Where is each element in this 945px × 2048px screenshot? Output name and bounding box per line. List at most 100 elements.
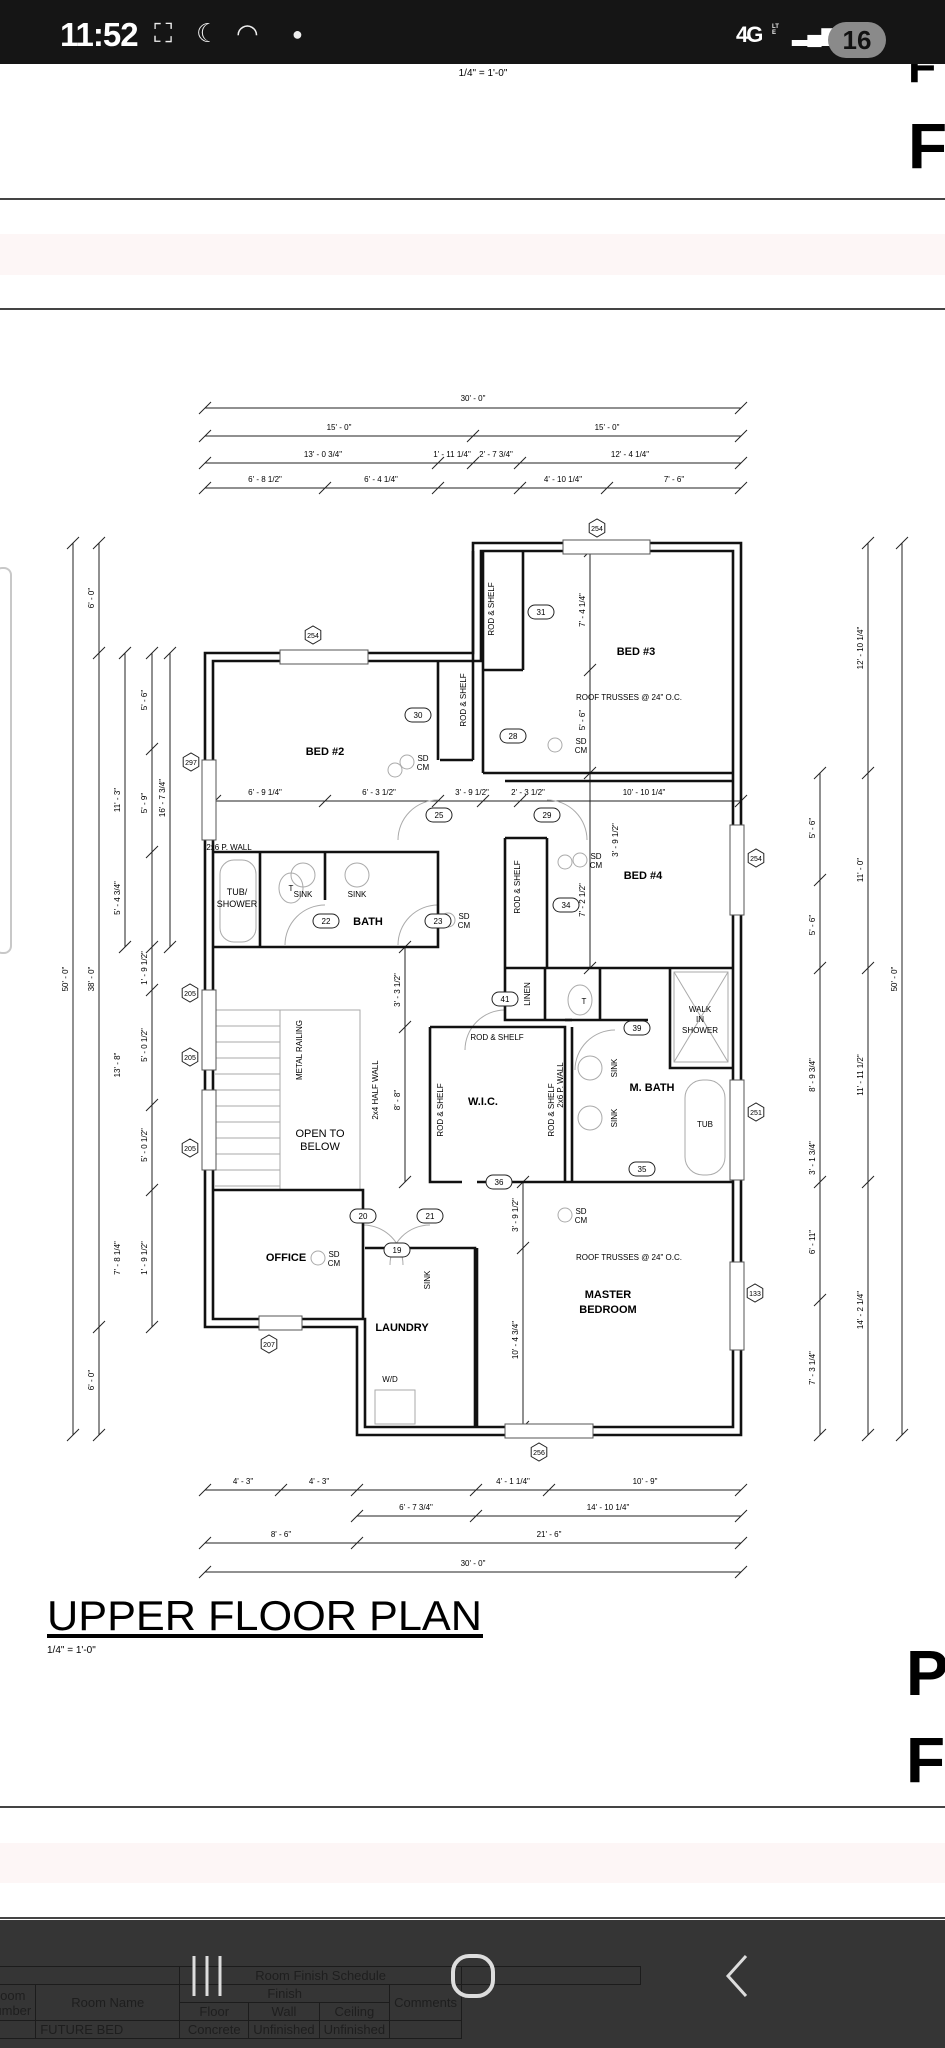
door-tag <box>491 991 519 1007</box>
smoke-detector-label: CM <box>328 1259 341 1268</box>
window-tag-label: 205 <box>184 991 196 998</box>
window-tag-label: 205 <box>184 1146 196 1153</box>
door-tag-label: 41 <box>501 995 510 1004</box>
dimension-label: 7' - 2 1/2" <box>578 883 587 917</box>
dimension-label: 4' - 10 1/4" <box>544 475 582 484</box>
door-tag-label: 29 <box>543 811 552 820</box>
scroll-handle[interactable] <box>0 567 12 954</box>
dimension-tick <box>600 481 614 495</box>
smoke-detector-symbol <box>557 1207 573 1223</box>
smoke-detector-symbol <box>399 754 415 770</box>
dimension-tick <box>145 940 159 954</box>
fixture-label: 2x6 P. WALL <box>206 843 252 852</box>
window-tag-label: 256 <box>533 1450 545 1457</box>
dimension-tick <box>198 429 212 443</box>
wall <box>428 1018 572 1184</box>
dimension-label: 6' - 0" <box>87 588 96 609</box>
window-tag-label: 254 <box>591 526 603 533</box>
dimension-label: 7' - 8 1/4" <box>113 1241 122 1275</box>
window-tag-label: 251 <box>750 1110 762 1117</box>
dimension-tick <box>734 1483 748 1497</box>
dimension-label: 12' - 4 1/4" <box>611 450 649 459</box>
dimension-tick <box>92 1320 106 1334</box>
window <box>201 989 217 1071</box>
smoke-detector-label: SD <box>458 912 469 921</box>
door-tag <box>527 604 555 620</box>
dimension-tick <box>813 1175 827 1189</box>
dimension-label: 15' - 0" <box>595 423 620 432</box>
dimension-tick <box>734 481 748 495</box>
room-label: BEDROOM <box>579 1304 636 1316</box>
smoke-detector-label: SD <box>575 737 586 746</box>
room-label: M. BATH <box>629 1082 674 1094</box>
dimension-label: 8' - 8" <box>393 1090 402 1111</box>
smoke-detector-label: CM <box>590 861 603 870</box>
schedule-header: Ceiling <box>318 2002 391 2021</box>
dimension-label: 38' - 0" <box>87 966 96 991</box>
navigation-bar: Room Finish Schedule Room NumberRoom Nam… <box>0 1920 945 2048</box>
pdf-viewer[interactable]: 1/4" = 1'-0" F F 30' - 0"15' - 0"15' - 0… <box>0 40 945 1920</box>
dimension-tick <box>145 1183 159 1197</box>
door-tag <box>499 728 527 744</box>
dimension-tick <box>734 429 748 443</box>
fixture-label: SINK <box>423 1270 432 1289</box>
fixture-label: 2x6 P. WALL <box>556 1062 565 1108</box>
wall <box>570 968 733 1182</box>
dimension-label: 4' - 3" <box>233 1477 254 1486</box>
dimension-tick <box>476 794 490 808</box>
wall <box>503 968 648 1022</box>
dimension-tick <box>813 873 827 887</box>
door-tag-label: 22 <box>322 917 331 926</box>
fixture-label: ROD & SHELF <box>487 582 496 635</box>
door-tag-label: 35 <box>638 1165 647 1174</box>
window <box>258 1315 303 1331</box>
room-label: BED #4 <box>624 870 663 882</box>
dimension-label: 13' - 0 3/4" <box>304 450 342 459</box>
home-button[interactable] <box>450 1954 496 2003</box>
walls <box>201 539 745 1439</box>
title-block-letter: F <box>908 64 936 92</box>
dimension-label: 14' - 2 1/4" <box>856 1291 865 1329</box>
door-tag <box>485 1174 513 1190</box>
window-tag-label: 207 <box>263 1342 275 1349</box>
dimension-tick <box>198 456 212 470</box>
back-button[interactable] <box>722 1954 752 2003</box>
dimension-tick <box>813 961 827 975</box>
dimension-label: 4' - 3" <box>309 1477 330 1486</box>
dimension-tick <box>813 1293 827 1307</box>
dimension-tick <box>861 961 875 975</box>
dimension-label: 5' - 6" <box>808 915 817 936</box>
dimension-tick <box>66 1428 80 1442</box>
door-tag-label: 34 <box>562 901 571 910</box>
dimension-label: 5' - 9" <box>140 793 149 814</box>
sink-fixture <box>290 862 316 888</box>
dimension-label: 2' - 3 1/2" <box>511 788 545 797</box>
window-tag-label: 297 <box>185 760 197 767</box>
home-icon <box>451 1954 495 1998</box>
window-tag <box>181 1138 199 1158</box>
floor-plan-sheet: 1/4" = 1'-0" F F 30' - 0"15' - 0"15' - 0… <box>0 40 945 1919</box>
window <box>201 1089 217 1171</box>
door-tag-label: 28 <box>509 732 518 741</box>
page-gap <box>0 1843 945 1883</box>
schedule-cell: FUTURE BED <box>35 2020 181 2039</box>
dimension-label: 6' - 4 1/4" <box>364 475 398 484</box>
window-tag-label: 205 <box>184 1055 196 1062</box>
window-tag <box>304 625 322 645</box>
status-bar: 11:52 ⛶ ☾ ◠ ● 4G LTE ▂▄▆ 16 <box>0 0 945 64</box>
recents-button[interactable] <box>186 1954 228 2003</box>
dimension-label: 21' - 6" <box>537 1530 562 1539</box>
room-label: OPEN TO <box>295 1128 345 1140</box>
door-swing <box>574 1029 616 1071</box>
room-label: MASTER <box>585 1289 632 1301</box>
dimension-label: 5' - 6" <box>140 690 149 711</box>
dimension-tick <box>274 1483 288 1497</box>
dimension-tick <box>469 1483 483 1497</box>
door-swing <box>397 904 439 946</box>
door-tag <box>623 1020 651 1036</box>
dimension-label: 10' - 4 3/4" <box>511 1321 520 1359</box>
dimension-tick <box>895 1428 909 1442</box>
dimension-label: 2' - 7 3/4" <box>479 450 513 459</box>
dimension-tick <box>734 1565 748 1579</box>
fixture-label: ROD & SHELF <box>459 673 468 726</box>
